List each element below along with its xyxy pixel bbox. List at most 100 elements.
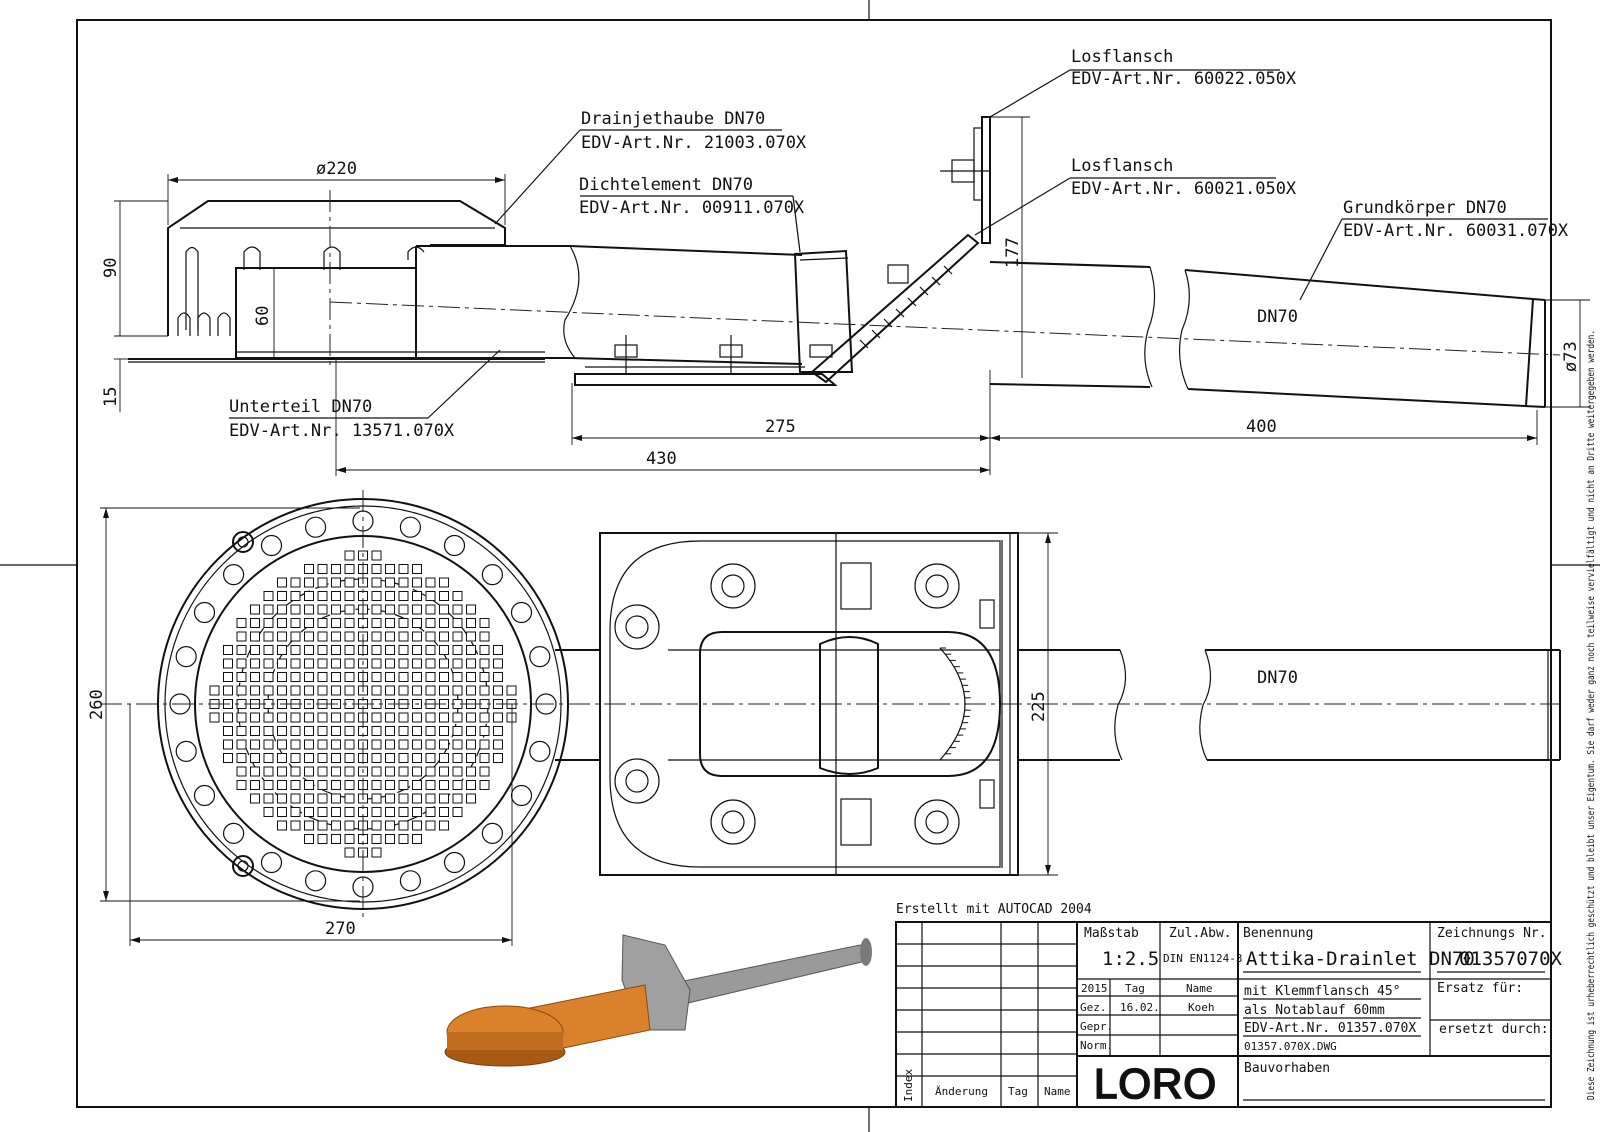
grate-hole: [385, 712, 395, 723]
grate-hole: [371, 807, 382, 817]
grate-hole: [398, 834, 409, 844]
norm-label: Norm.: [1080, 1039, 1113, 1052]
grate-hole: [290, 618, 301, 628]
grate-hole: [452, 645, 463, 655]
grate-hole: [493, 753, 503, 763]
grate-hole: [277, 726, 287, 736]
grate-hole: [479, 753, 490, 763]
grate-hole: [317, 766, 328, 777]
label-losflansch-1: Losflansch: [1071, 47, 1173, 67]
grate-hole: [452, 591, 463, 601]
grate-hole: [425, 780, 436, 790]
grate-hole: [412, 618, 422, 628]
3d-render-thumbnail: [444, 934, 872, 1067]
grate-hole: [371, 550, 382, 561]
grate-hole: [466, 793, 476, 804]
grate-hole: [223, 726, 233, 736]
grate-hole: [317, 672, 328, 682]
flange-bolts: [614, 562, 995, 846]
label-losflansch-2: Losflansch: [1071, 156, 1173, 176]
grate-hole: [344, 807, 355, 817]
grate-hole: [277, 739, 287, 750]
grate-hole: [344, 820, 355, 831]
grate-hole: [371, 847, 382, 858]
grate-hole: [344, 658, 355, 669]
grate-hole: [277, 672, 287, 682]
grate-hole: [277, 780, 287, 790]
grate-hole: [439, 726, 449, 736]
grate-hole: [425, 645, 436, 655]
grate-hole: [385, 685, 395, 696]
grate-hole: [439, 685, 449, 696]
grate-hole: [412, 712, 422, 723]
dim-length-275: 275: [765, 417, 796, 437]
grate-hole: [277, 712, 287, 723]
label-dichtelement-art: EDV-Art.Nr. 00911.070X: [579, 198, 805, 218]
drain-slot: [193, 601, 216, 624]
grate-hole: [466, 618, 476, 628]
grate-hole: [412, 726, 422, 736]
grate-hole: [466, 766, 476, 777]
grate-hole: [277, 753, 287, 763]
grate-hole: [371, 793, 382, 804]
grate-hole: [344, 618, 355, 628]
dim-width-225: 225: [1029, 691, 1049, 722]
grate-hole: [250, 658, 260, 669]
grate-hole: [452, 739, 463, 750]
grate-hole: [452, 658, 463, 669]
drain-slot: [529, 740, 551, 763]
grate-hole: [331, 685, 341, 696]
grate-hole: [331, 780, 341, 790]
grate-hole: [398, 793, 409, 804]
copyright-note: Diese Zeichnung ist urheberrechtlich ges…: [1586, 330, 1597, 1100]
grate-hole: [439, 766, 449, 777]
grate-hole: [439, 780, 449, 790]
grate-hole: [452, 766, 463, 777]
grate-hole: [439, 577, 449, 588]
massstab-value: 1:2.5: [1102, 948, 1159, 970]
grate-hole: [290, 712, 301, 723]
grate-hole: [412, 591, 422, 601]
grate-hole: [317, 631, 328, 642]
grate-hole: [425, 739, 436, 750]
drain-slot: [260, 851, 283, 874]
grate-hole: [439, 793, 449, 804]
drain-slot: [481, 563, 503, 586]
grate-hole: [398, 726, 409, 736]
grate-hole: [412, 604, 422, 615]
year: 2015: [1081, 982, 1108, 995]
grate-hole: [250, 604, 260, 615]
grate-hole: [304, 658, 314, 669]
grate-hole: [385, 753, 395, 763]
title-block: Maßstab 1:2.5 Zul.Abw. DIN EN1124-3 Bene…: [895, 921, 1563, 1108]
grate-hole: [398, 645, 409, 655]
dim-height-60: 60: [253, 306, 273, 326]
grate-hole: [317, 834, 328, 844]
grate-hole: [479, 631, 490, 642]
grate-hole: [331, 645, 341, 655]
grate-hole: [452, 726, 463, 736]
grate-hole: [290, 807, 301, 817]
grate-hole: [479, 739, 490, 750]
grate-hole: [398, 564, 409, 574]
grate-hole: [317, 604, 328, 615]
grate-hole: [344, 739, 355, 750]
grate-hole: [317, 807, 328, 817]
dim-length-430: 430: [646, 449, 677, 469]
name-label: Name: [1186, 982, 1213, 995]
grate-hole: [263, 604, 274, 615]
grate-hole: [209, 685, 220, 696]
grate-hole: [371, 577, 382, 588]
grate-hole: [398, 753, 409, 763]
grate-hole: [439, 631, 449, 642]
grate-hole: [412, 739, 422, 750]
grate-hole: [479, 726, 490, 736]
dim-diameter-270: 270: [325, 919, 356, 939]
grate-hole: [317, 780, 328, 790]
grate-hole: [263, 739, 274, 750]
loose-flange-angled: [810, 233, 980, 384]
grate-hole: [250, 672, 260, 682]
grate-hole: [209, 712, 220, 723]
grate-hole: [439, 712, 449, 723]
grate-hole: [250, 726, 260, 736]
